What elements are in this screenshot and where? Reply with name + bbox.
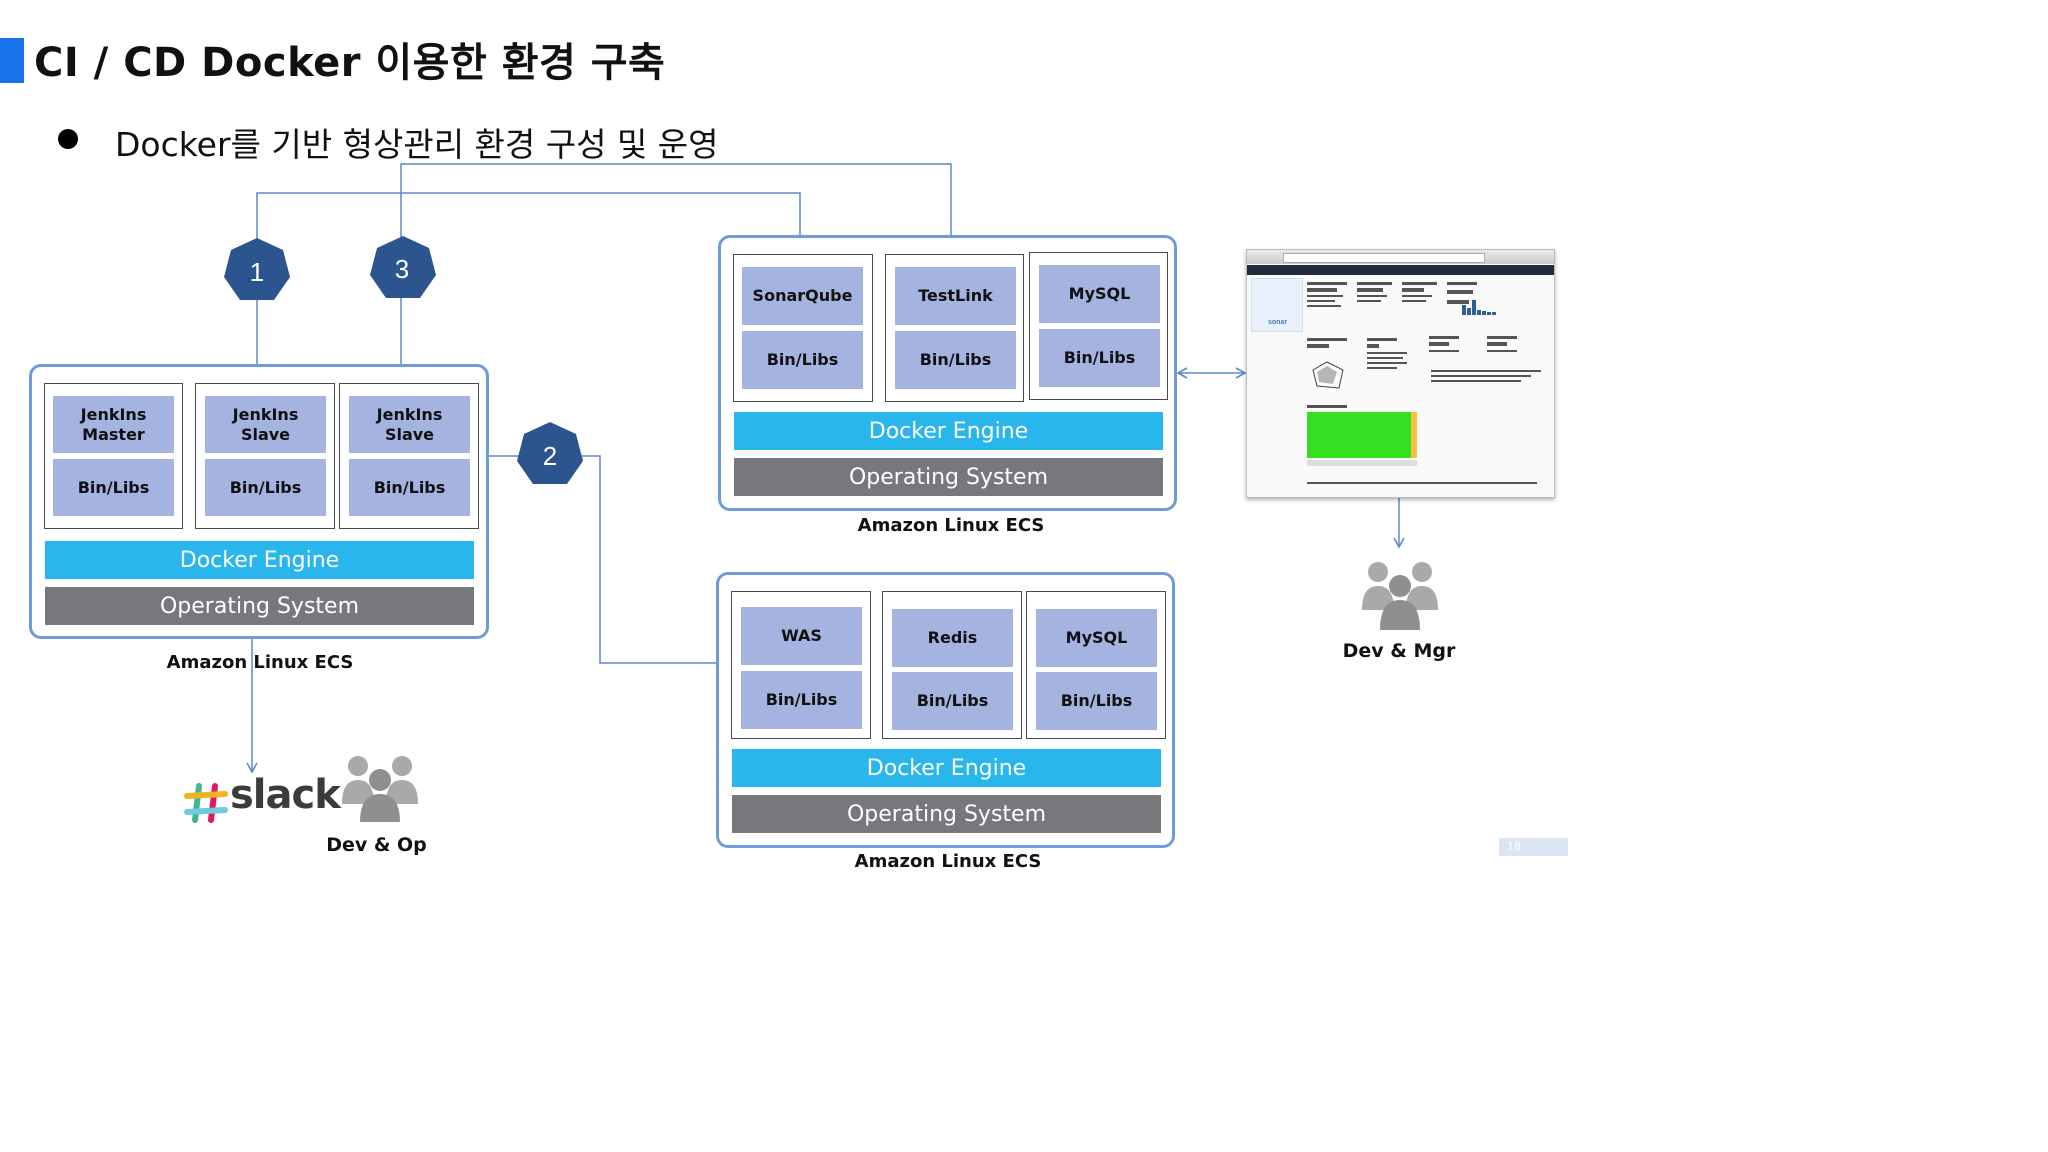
container-libs: Bin/Libs <box>349 459 470 516</box>
sonar-dashboard-screenshot: sonar <box>1246 249 1555 498</box>
container-name: MySQL <box>1039 265 1160 323</box>
container-name: SonarQube <box>742 267 863 325</box>
container-libs: Bin/Libs <box>1039 329 1160 387</box>
slack-hash-icon <box>184 783 228 823</box>
operating-system: Operating System <box>732 795 1161 833</box>
container-libs: Bin/Libs <box>205 459 326 516</box>
bullet-dot <box>58 129 78 149</box>
container-libs: Bin/Libs <box>1036 672 1157 730</box>
sonar-treemap <box>1307 412 1411 458</box>
bullet-text: Docker를 기반 형상관리 환경 구성 및 운영 <box>115 125 719 164</box>
quality-host-label: Amazon Linux ECS <box>857 515 1045 536</box>
step-3-label: 3 <box>395 254 409 284</box>
container-libs: Bin/Libs <box>895 331 1016 389</box>
page-title: CI / CD Docker 이용한 환경 구축 <box>34 40 666 86</box>
page-number: 18 <box>1499 838 1568 856</box>
step-3-badge: 3 <box>370 236 436 298</box>
container-jenkins-master: JenkIns Master Bin/Libs <box>44 383 183 529</box>
connector-2 <box>470 455 732 669</box>
jenkins-host: JenkIns Master Bin/Libs JenkIns Slave Bi… <box>29 364 489 639</box>
step-2-label: 2 <box>543 441 557 471</box>
docker-engine: Docker Engine <box>734 412 1163 450</box>
container-mysql: MySQL Bin/Libs <box>1029 252 1168 400</box>
sonar-radar-chart <box>1312 361 1344 389</box>
people-group-icon <box>1362 562 1438 630</box>
container-was: WAS Bin/Libs <box>731 591 871 739</box>
container-mysql: MySQL Bin/Libs <box>1026 591 1166 739</box>
sonar-bar-chart <box>1462 300 1496 315</box>
sonar-dashboard-graphics <box>1307 282 1541 484</box>
app-host-label: Amazon Linux ECS <box>854 851 1042 872</box>
container-name: TestLink <box>895 267 1016 325</box>
step-1-badge: 1 <box>224 238 290 300</box>
title-accent-bar <box>0 38 24 83</box>
dev-op-label: Dev & Op <box>326 834 427 856</box>
operating-system: Operating System <box>734 458 1163 496</box>
quality-host: SonarQube Bin/Libs TestLink Bin/Libs MyS… <box>718 235 1177 511</box>
docker-engine: Docker Engine <box>45 541 474 579</box>
container-name: WAS <box>741 607 862 665</box>
docker-engine: Docker Engine <box>732 749 1161 787</box>
container-name: Redis <box>892 609 1013 667</box>
container-testlink: TestLink Bin/Libs <box>885 254 1024 402</box>
address-bar <box>1283 253 1485 263</box>
step-2-badge: 2 <box>517 422 583 484</box>
container-libs: Bin/Libs <box>892 672 1013 730</box>
dev-mgr-label: Dev & Mgr <box>1342 640 1456 662</box>
step-1-label: 1 <box>250 257 264 287</box>
container-name: JenkIns Slave <box>205 396 326 453</box>
container-name: JenkIns Slave <box>349 396 470 453</box>
container-jenkins-slave-1: JenkIns Slave Bin/Libs <box>195 383 335 529</box>
app-host: WAS Bin/Libs Redis Bin/Libs MySQL Bin/Li… <box>716 572 1175 848</box>
jenkins-host-label: Amazon Linux ECS <box>166 652 354 673</box>
people-group-icon <box>342 756 418 822</box>
container-redis: Redis Bin/Libs <box>882 591 1022 739</box>
sonar-sidebar: sonar <box>1251 278 1303 332</box>
container-libs: Bin/Libs <box>742 331 863 389</box>
container-jenkins-slave-2: JenkIns Slave Bin/Libs <box>339 383 479 529</box>
container-libs: Bin/Libs <box>53 459 174 516</box>
sonar-logo-icon: sonar <box>1268 319 1288 326</box>
operating-system: Operating System <box>45 587 474 625</box>
sonar-nav-bar <box>1247 265 1554 275</box>
container-name: JenkIns Master <box>53 396 174 453</box>
container-name: MySQL <box>1036 609 1157 667</box>
slack-logo: slack <box>230 772 341 818</box>
container-libs: Bin/Libs <box>741 671 862 729</box>
container-sonarqube: SonarQube Bin/Libs <box>733 254 873 402</box>
